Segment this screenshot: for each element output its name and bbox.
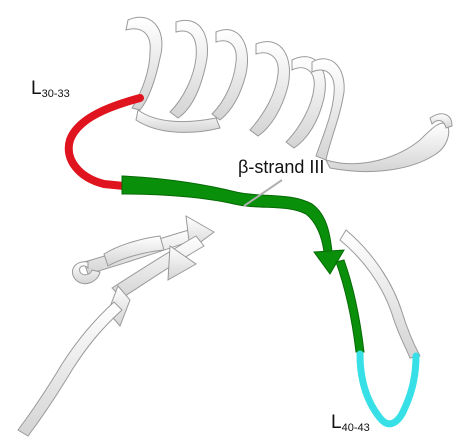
coil-right bbox=[326, 123, 449, 171]
loop-40-43-label-main: L bbox=[331, 412, 342, 433]
beta-sheet-left bbox=[72, 216, 214, 326]
loop-30-33-label: L30-33 bbox=[31, 78, 70, 100]
loop-30-33-label-subscript: 30-33 bbox=[42, 88, 70, 100]
beta-strand-iii-label: β-strand III bbox=[238, 157, 324, 178]
loop-40-43-label: L40-43 bbox=[331, 412, 370, 434]
beta-strand-iii-tail bbox=[336, 260, 364, 352]
loop-40-43-label-subscript: 40-43 bbox=[342, 422, 370, 434]
alpha-helix bbox=[126, 17, 344, 160]
coil-lower-left bbox=[18, 302, 122, 436]
loop-30-33 bbox=[69, 98, 140, 186]
loop-30-33-label-main: L bbox=[31, 78, 42, 99]
